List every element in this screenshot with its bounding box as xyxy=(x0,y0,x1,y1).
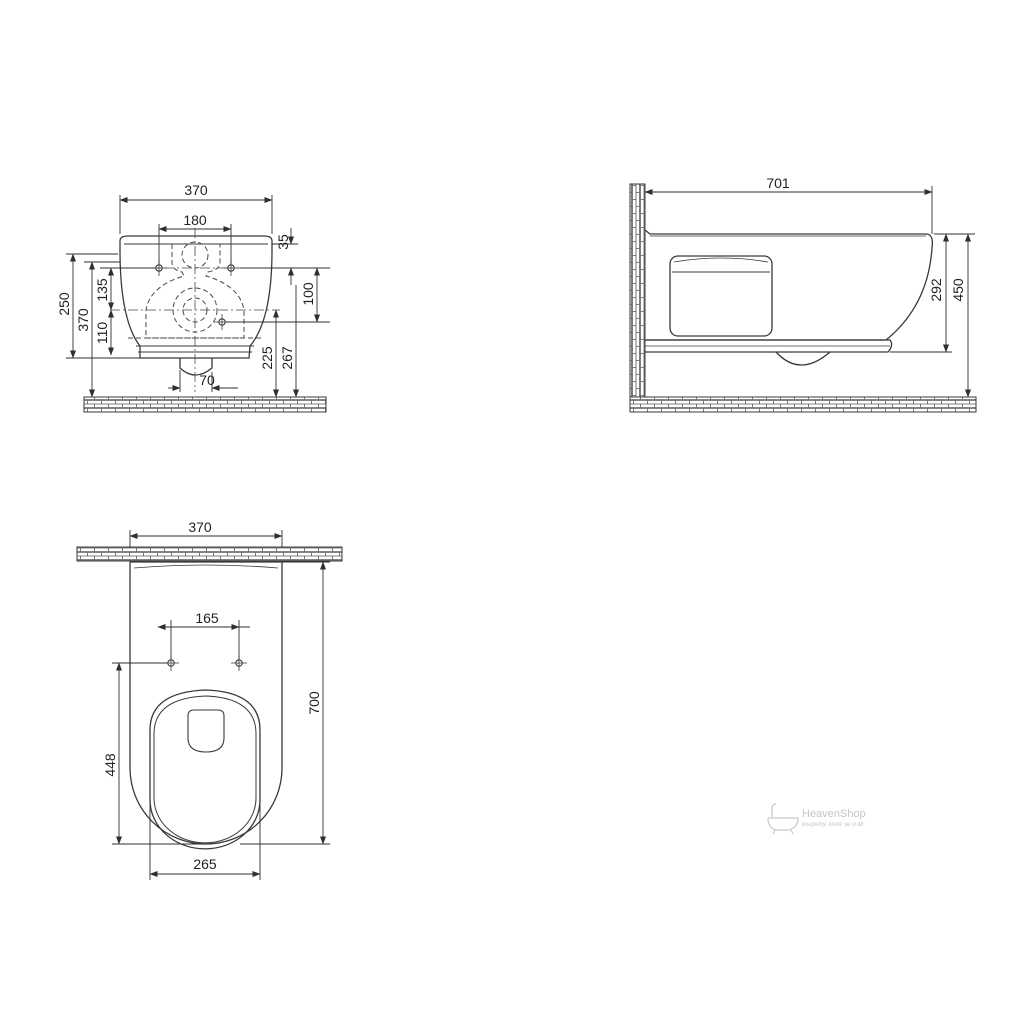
front-floor xyxy=(83,396,327,413)
top-view xyxy=(76,546,343,850)
watermark: HeavenShop koupelny, které se vrátí xyxy=(767,803,866,835)
dim-front-height-100: 100 xyxy=(300,282,316,306)
front-center-lines xyxy=(110,228,280,392)
dim-top-bowl-448: 448 xyxy=(102,753,118,777)
front-fixing-bolts xyxy=(151,260,239,330)
bathtub-icon xyxy=(767,803,799,835)
side-dimensions xyxy=(644,186,975,398)
top-wall xyxy=(76,546,343,562)
side-view xyxy=(629,183,977,413)
dim-top-length-700: 700 xyxy=(306,691,322,715)
front-body-outline xyxy=(119,235,273,359)
top-seat-outer xyxy=(149,689,261,850)
top-dimensions xyxy=(112,530,330,880)
top-bowl-outline xyxy=(129,561,283,845)
top-seat-inner xyxy=(153,695,257,844)
top-bowl-rim-line xyxy=(133,564,279,569)
side-cistern-top xyxy=(673,257,769,263)
side-dimension-labels: 701 292 450 xyxy=(766,175,966,302)
front-dimensions xyxy=(66,195,330,398)
dim-side-height-450: 450 xyxy=(950,278,966,302)
side-outlet-bulb xyxy=(775,351,831,366)
dim-front-height-250: 250 xyxy=(56,292,72,316)
top-fixing-bolts xyxy=(163,655,247,671)
dim-top-bolt-spacing: 165 xyxy=(195,610,219,626)
watermark-brand: HeavenShop xyxy=(802,808,866,820)
dim-front-height-225: 225 xyxy=(259,346,275,370)
dim-top-seat-265: 265 xyxy=(193,856,217,872)
dim-front-height-267: 267 xyxy=(279,346,295,370)
watermark-tagline: koupelny, které se vrátí xyxy=(802,822,865,828)
top-dimension-labels: 370 165 700 448 265 xyxy=(102,519,322,872)
dim-side-height-292: 292 xyxy=(928,278,944,302)
dim-front-width: 370 xyxy=(184,182,208,198)
dim-front-outlet-70: 70 xyxy=(199,372,215,388)
front-view xyxy=(83,228,327,413)
side-floor xyxy=(629,396,977,413)
dim-front-inlet-spacing: 180 xyxy=(183,212,207,228)
dim-front-offset-35: 35 xyxy=(275,234,291,250)
side-wall xyxy=(629,183,646,398)
dim-front-height-110: 110 xyxy=(94,322,110,345)
top-bowl-opening xyxy=(187,709,225,753)
front-dimension-labels: 370 180 35 100 250 370 135 110 225 267 7… xyxy=(56,182,316,388)
front-outlet-spigot xyxy=(179,358,213,376)
dim-front-height-135: 135 xyxy=(94,278,110,302)
side-base-plate xyxy=(645,339,893,353)
dim-front-height-370: 370 xyxy=(75,308,91,332)
dim-side-length: 701 xyxy=(766,175,790,191)
dim-top-width: 370 xyxy=(188,519,212,535)
side-cistern xyxy=(669,255,773,337)
side-bowl-outline xyxy=(644,229,934,341)
